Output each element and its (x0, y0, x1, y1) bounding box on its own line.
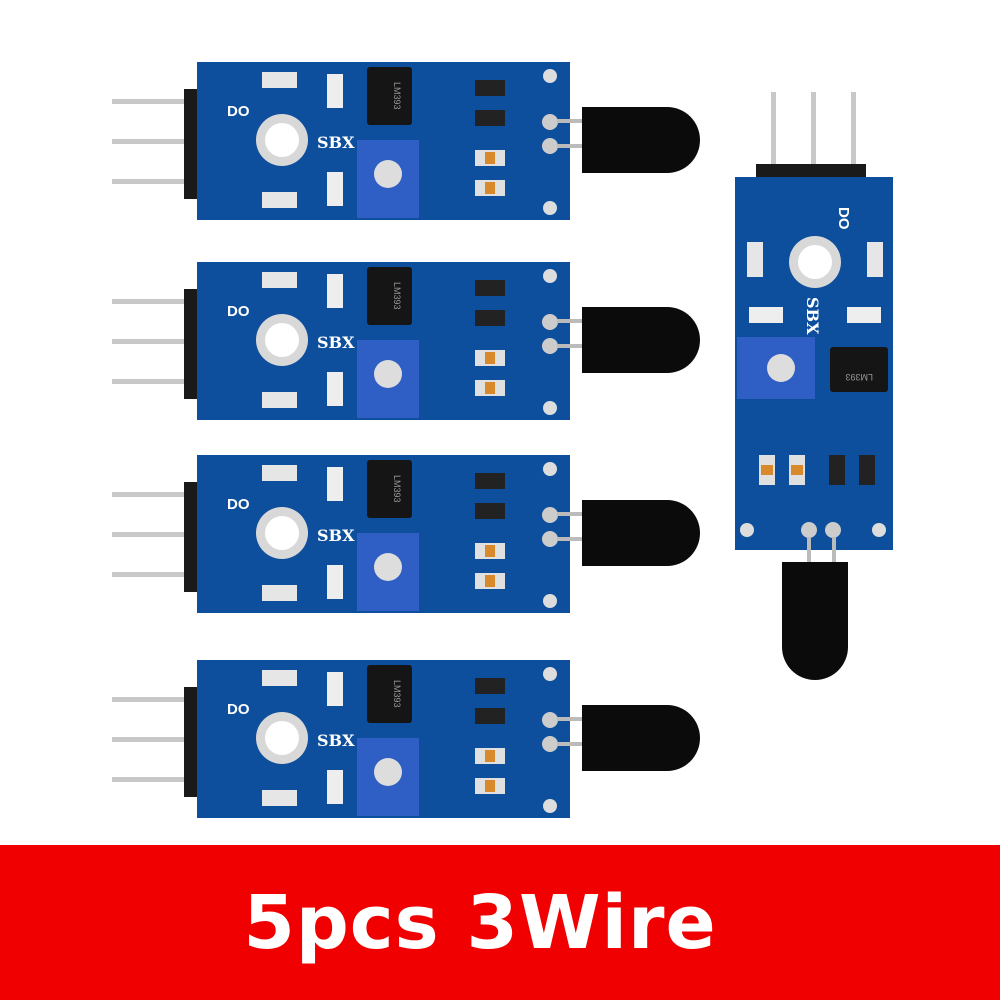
promo-banner: 5pcs 3Wire (0, 845, 1000, 1000)
svg-text:LM393: LM393 (392, 282, 402, 310)
led-signal (262, 585, 297, 601)
led-power (867, 242, 883, 277)
flame-sensor-module-5: LM393 SBX DO (735, 92, 893, 680)
svg-text:SBX: SBX (317, 133, 355, 152)
svg-text:SBX: SBX (317, 526, 355, 545)
banner-text: 5pcs 3Wire (243, 879, 717, 966)
led-signal (262, 192, 297, 208)
led-signal (262, 392, 297, 408)
lm393-chip (830, 347, 888, 392)
flame-sensor-module-1: LM393 SBX DO (112, 62, 700, 220)
led-power (262, 72, 297, 88)
svg-text:SBX: SBX (317, 333, 355, 352)
svg-text:DO: DO (227, 496, 250, 513)
flame-sensor-module-4: LM393 SBX DO (112, 660, 700, 818)
svg-text:DO: DO (835, 207, 852, 230)
svg-text:SBX: SBX (803, 297, 822, 335)
svg-text:LM393: LM393 (392, 82, 402, 110)
svg-text:DO: DO (227, 303, 250, 320)
led-signal (747, 242, 763, 277)
svg-text:LM393: LM393 (392, 475, 402, 503)
flame-sensor-led (557, 307, 700, 373)
svg-text:LM393: LM393 (392, 680, 402, 708)
flame-sensor-led (557, 500, 700, 566)
lm393-chip (367, 665, 412, 723)
flame-sensor-led (557, 107, 700, 173)
flame-sensor-led (557, 705, 700, 771)
flame-sensor-module-2: LM393 SBX DO (112, 262, 700, 420)
lm393-chip (367, 460, 412, 518)
led-power (262, 670, 297, 686)
flame-sensor-led (782, 537, 848, 680)
flame-sensor-module-3: LM393 SBX DO (112, 455, 700, 613)
lm393-chip (367, 267, 412, 325)
svg-text:SBX: SBX (317, 731, 355, 750)
svg-text:DO: DO (227, 701, 250, 718)
led-power (262, 465, 297, 481)
svg-text:LM393: LM393 (845, 372, 873, 382)
lm393-chip (367, 67, 412, 125)
led-signal (262, 790, 297, 806)
led-power (262, 272, 297, 288)
svg-text:DO: DO (227, 103, 250, 120)
